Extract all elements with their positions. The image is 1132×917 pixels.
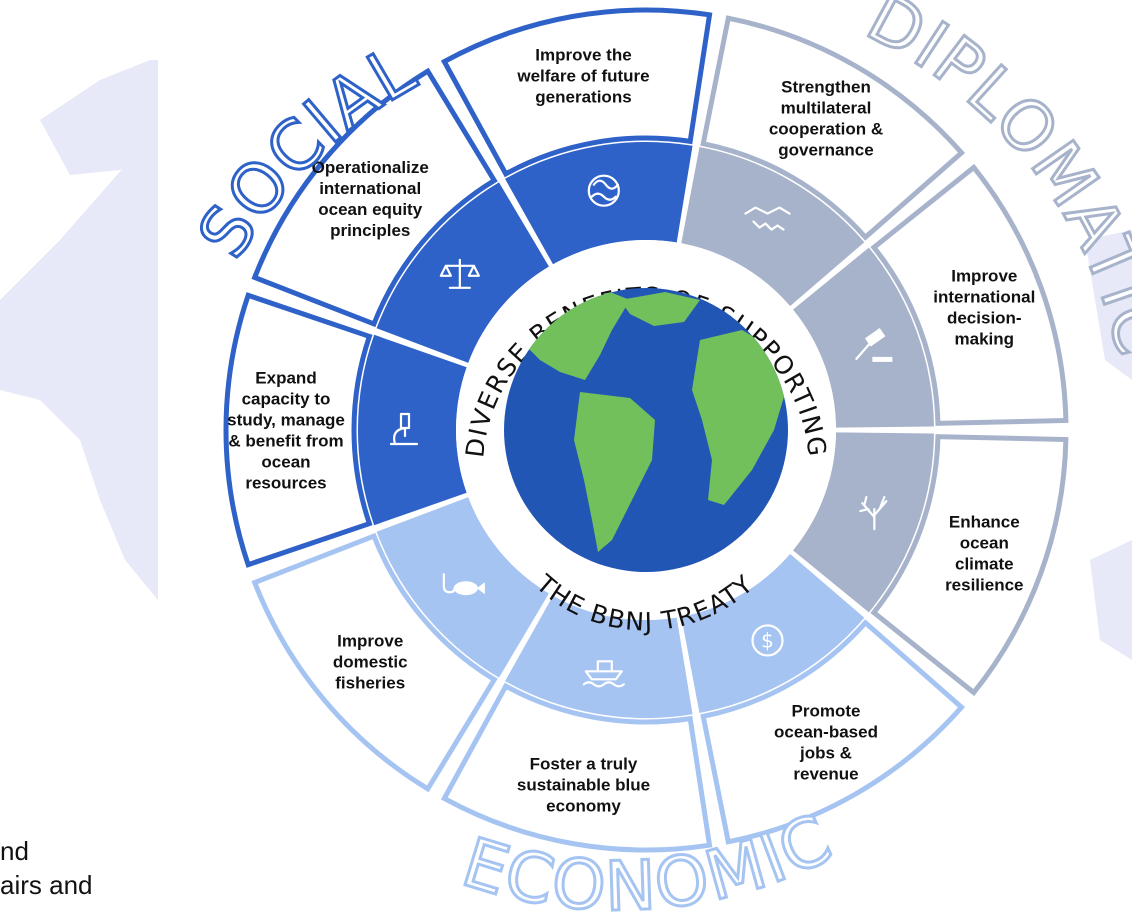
segment-label-line: decision-	[947, 308, 1022, 327]
segment-label-line: cooperation &	[769, 120, 883, 139]
segment-cell-blue-economy	[440, 682, 713, 853]
segment-cell-decision	[870, 163, 1069, 426]
segment-label-line: Foster a truly	[530, 755, 638, 774]
segment-label-line: Operationalize	[312, 158, 429, 177]
segment-label-line: & benefit from	[228, 432, 343, 451]
globe-africa	[692, 330, 786, 505]
ring-sector-jobs	[681, 553, 865, 713]
segment-label-line: ocean	[261, 453, 310, 472]
ring-sector-blue-economy	[505, 595, 693, 718]
segment-label-capacity: Expand capacity to study, manage & benefit …	[227, 369, 345, 493]
segment-label-climate: Enhance ocean climate resilience	[945, 513, 1023, 595]
segment-label-line: fisheries	[335, 673, 405, 692]
map-landmass	[1090, 540, 1132, 660]
globe-greenland	[620, 292, 700, 326]
segment-label-line: Improve	[337, 631, 403, 650]
fish-hook-icon	[442, 573, 485, 596]
ring-sector-climate	[793, 432, 934, 613]
segment-label-line: principles	[330, 221, 410, 240]
microscope-icon	[389, 412, 419, 446]
segment-label-line: Expand	[255, 369, 316, 388]
segment-cell-jobs	[700, 619, 966, 845]
caption-line-1: nd	[0, 836, 29, 866]
segment-cell-capacity	[223, 292, 373, 568]
segment-label-decision: Improve international decision-making	[933, 266, 1035, 348]
segment-label-line: international	[933, 287, 1035, 306]
segment-cell-welfare	[440, 7, 713, 178]
handshake-icon	[744, 206, 791, 231]
segment-label-line: making	[955, 329, 1015, 348]
segment-label-jobs: Promote ocean-based jobs & revenue	[774, 701, 878, 783]
segment-cell-multilateral	[700, 15, 966, 241]
globe-south-america	[574, 392, 655, 552]
segment-label-line: Enhance	[949, 513, 1020, 532]
hands-circle-icon	[587, 174, 620, 207]
segment-label-line: multilateral	[781, 99, 872, 118]
ring-sector-decision	[793, 247, 934, 428]
ring-sector-equity	[376, 182, 549, 363]
map-landmass	[0, 150, 158, 600]
segment-label-blue-economy: Foster a truly sustainable blue economy	[517, 755, 650, 816]
segment-label-line: jobs &	[799, 743, 852, 762]
segment-label-line: economy	[546, 797, 621, 816]
segment-label-line: Promote	[792, 701, 861, 720]
segment-label-line: Strengthen	[781, 78, 871, 97]
segment-label-fisheries: Improve domestic fisheries	[333, 631, 408, 692]
segment-label-line: governance	[778, 141, 873, 160]
ring-sector-welfare	[505, 142, 693, 265]
map-landmass	[40, 60, 158, 175]
caption-line-2: airs and	[0, 870, 93, 900]
scales-icon	[439, 258, 480, 289]
segment-label-line: ocean equity	[318, 200, 422, 219]
segment-label-line: welfare of future	[516, 66, 649, 85]
segment-label-line: resilience	[945, 576, 1023, 595]
segment-label-welfare: Improve the welfare of future generations	[516, 45, 649, 106]
segment-label-equity: Operationalize international ocean equity p…	[312, 158, 429, 240]
segment-label-line: Improve the	[535, 45, 631, 64]
segment-label-line: capacity to	[242, 390, 331, 409]
boat-icon	[582, 660, 625, 688]
cut-off-caption: nd airs and	[0, 834, 93, 902]
segment-label-line: resources	[245, 474, 326, 493]
segment-cell-fisheries	[251, 532, 498, 793]
segment-label-line: domestic	[333, 652, 408, 671]
segment-label-line: study, manage	[227, 411, 345, 430]
dollar-coin-icon: $	[751, 624, 784, 657]
segment-label-line: revenue	[793, 764, 858, 783]
segment-label-line: generations	[535, 87, 631, 106]
segment-label-line: Improve	[951, 266, 1017, 285]
svg-text:$: $	[761, 628, 774, 652]
segment-label-line: sustainable blue	[517, 776, 650, 795]
segment-label-line: climate	[955, 555, 1014, 574]
segment-cell-climate	[870, 434, 1069, 697]
coral-icon	[859, 496, 888, 531]
segment-cell-equity	[251, 67, 498, 328]
gavel-icon	[855, 328, 893, 362]
segment-label-line: ocean	[960, 534, 1009, 553]
ring-sector-capacity	[357, 334, 467, 526]
segment-label-multilateral: Strengthen multilateral cooperation & gover…	[769, 78, 883, 160]
ring-sector-multilateral	[681, 147, 865, 307]
map-landmass	[1085, 230, 1132, 380]
segment-label-line: international	[319, 179, 421, 198]
segment-label-line: ocean-based	[774, 722, 878, 741]
